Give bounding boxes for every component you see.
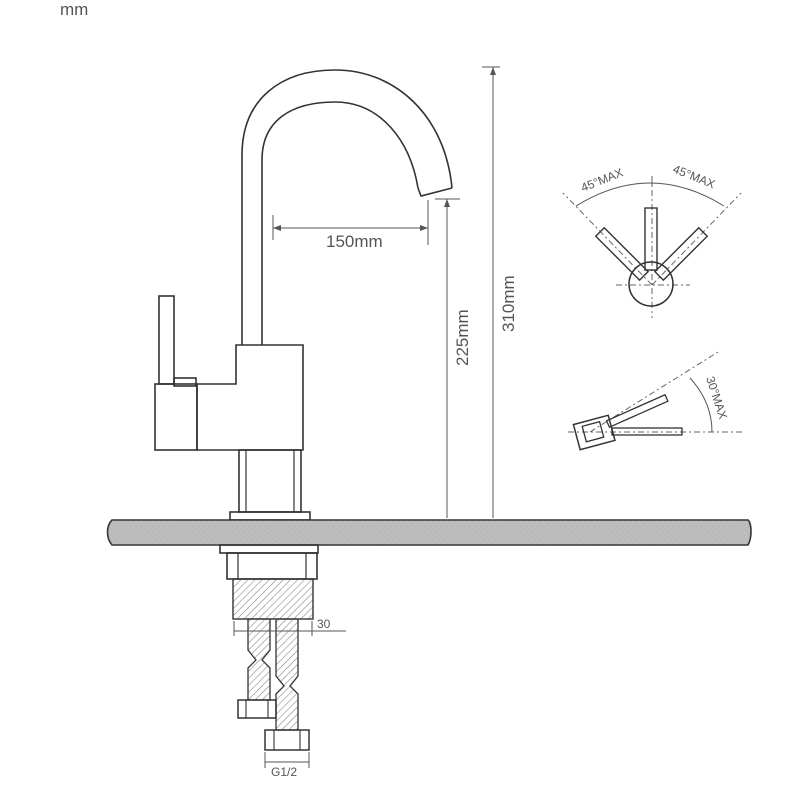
cartridge-housing <box>154 383 198 451</box>
spout-outer-edge <box>241 69 453 345</box>
limit-line-left <box>562 192 653 286</box>
hose-connector-right <box>264 729 310 751</box>
label-lift-max: 30°MAX <box>703 375 730 421</box>
limit-line-right <box>651 192 742 286</box>
dim-shank-diameter: 30 <box>317 617 331 631</box>
spout-inner-edge <box>261 101 419 345</box>
label-rotation-right: 45°MAX <box>671 162 717 192</box>
lift-arc <box>689 377 713 433</box>
mount-washer <box>219 544 319 554</box>
hose-connector-left <box>237 699 277 719</box>
rotation-arc <box>575 182 725 207</box>
side-view-lift <box>568 351 742 451</box>
mount-nut <box>226 552 318 580</box>
top-view-rotation <box>562 176 742 318</box>
base-flange <box>229 511 311 521</box>
main-body <box>196 344 304 451</box>
handle-lever <box>158 295 175 385</box>
faucet-body <box>154 69 453 521</box>
unit-label: mm <box>60 0 89 19</box>
dim-total-height: 310mm <box>499 275 518 332</box>
dim-hose-thread: G1/2 <box>271 765 297 779</box>
dimension-lines <box>233 66 500 768</box>
side-lever-horizontal <box>611 427 683 436</box>
body-neck <box>238 449 302 513</box>
lever-center <box>644 207 658 271</box>
lift-limit-line <box>589 351 719 433</box>
side-lever-raised <box>605 393 669 429</box>
lever-base <box>173 377 197 387</box>
lever-left <box>594 226 650 282</box>
threaded-shank <box>232 578 314 620</box>
hose-right <box>275 618 299 731</box>
mounting-hardware <box>219 544 319 751</box>
dim-spout-reach: 150mm <box>326 232 383 251</box>
label-rotation-left: 45°MAX <box>579 165 625 195</box>
lever-right-base <box>653 226 709 282</box>
spout-tip <box>417 187 453 197</box>
handle-base-circle <box>628 261 674 307</box>
dim-spout-height: 225mm <box>453 309 472 366</box>
